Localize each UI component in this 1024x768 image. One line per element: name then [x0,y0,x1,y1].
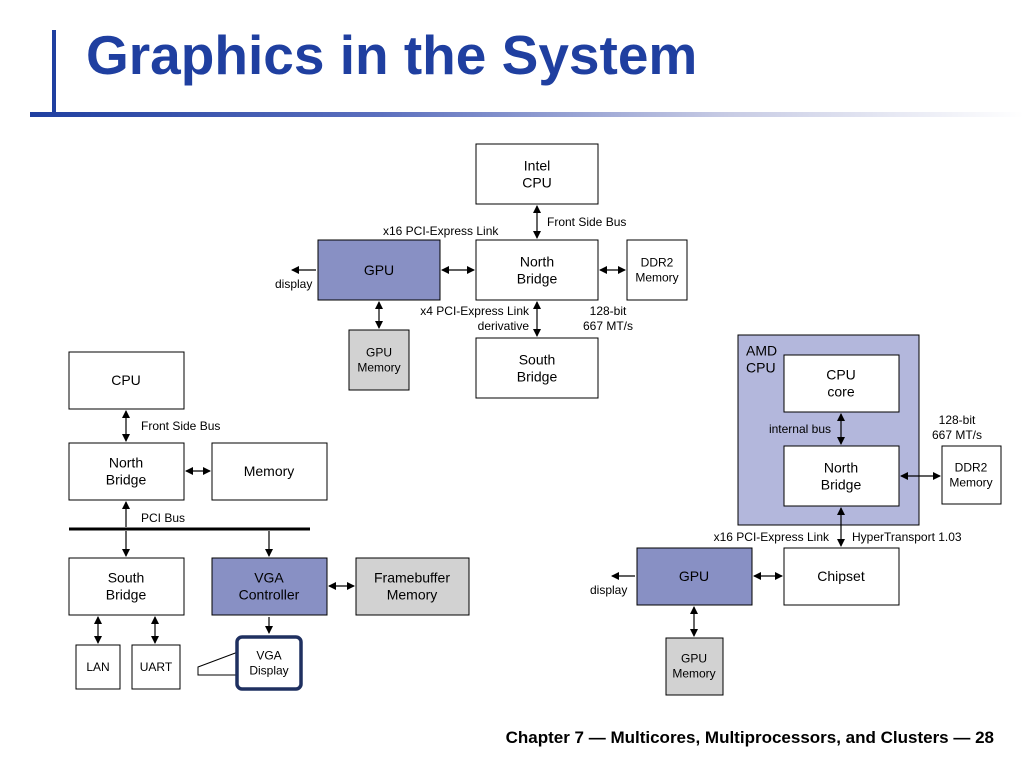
internal-bus-label: internal bus [769,422,831,436]
chipset-label: Chipset [817,568,865,584]
cpu-label-left: CPU [111,372,141,388]
slide-footer: Chapter 7 — Multicores, Multiprocessors,… [505,728,994,747]
mem-width-top: 128-bit [590,304,627,318]
title-accent-bar [52,30,56,114]
memory-box-left [211,442,328,501]
gpu-memory-box-right [665,637,724,696]
slide-title: Graphics in the System [86,24,698,86]
ddr2-box-right [941,445,1002,505]
uart-box [131,644,181,690]
pcie-x16-label-top: x16 PCI-Express Link [383,224,499,238]
south-bridge-box-top [475,337,599,399]
intel-cpu-box [475,143,599,205]
memory-label-left: Memory [244,463,295,479]
display-label-right: display [590,583,627,597]
north-bridge-box-left [68,442,185,501]
uart-display-cable [197,651,239,676]
gpu-label-top: GPU [364,262,394,278]
vga-controller-box [211,557,328,616]
derivative-label-top: derivative [478,319,530,333]
fsb-label-top: Front Side Bus [547,215,626,229]
lan-label: LAN [86,660,109,674]
south-bridge-box-left [68,557,185,616]
gpu-label-right: GPU [679,568,709,584]
north-bridge-box-right [783,445,900,507]
gpu-box-right [636,547,753,606]
display-label-top: display [275,277,312,291]
cpu-core-box [783,354,900,413]
north-bridge-box-top [475,239,599,301]
cpu-box-left [68,351,185,410]
vga-display-box [235,635,303,691]
fsb-label-left: Front Side Bus [141,419,220,433]
pcie-x4-label-top: x4 PCI-Express Link [420,304,530,318]
chipset-box [783,547,900,606]
uart-label: UART [140,660,173,674]
mem-rate-right: 667 MT/s [932,428,982,442]
pci-bus-label: PCI Bus [141,511,185,525]
framebuffer-memory-box [355,557,470,616]
gpu-memory-box-top [348,329,410,391]
gpu-box-top [317,239,441,301]
pcie-x16-label-right: x16 PCI-Express Link [714,530,830,544]
hypertransport-label: HyperTransport 1.03 [852,530,962,544]
mem-width-right: 128-bit [939,413,976,427]
lan-box [75,644,121,690]
title-underline [30,112,1024,117]
ddr2-box-top [626,239,688,301]
mem-rate-top: 667 MT/s [583,319,633,333]
